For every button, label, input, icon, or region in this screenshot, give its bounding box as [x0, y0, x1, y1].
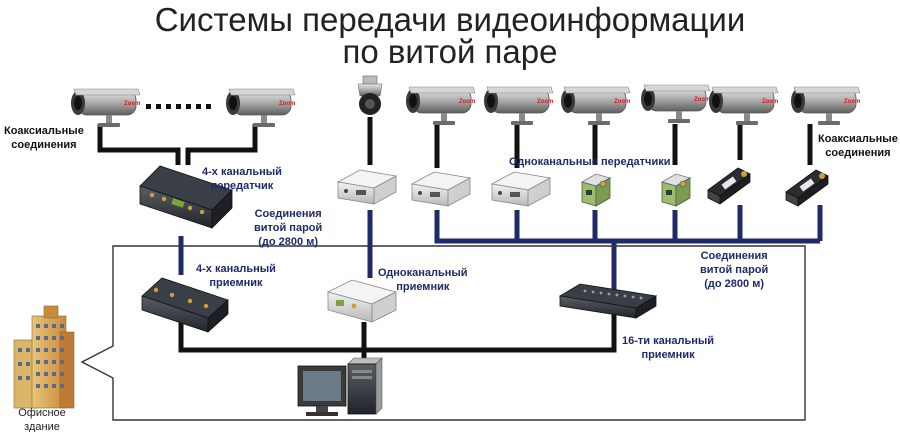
rx-bus — [178, 312, 617, 353]
receiver-single — [326, 279, 398, 323]
camera-6 — [640, 84, 711, 124]
label-receiver-4ch: 4-х канальный приемник — [196, 263, 276, 289]
receiver-16ch — [558, 283, 658, 319]
coax-lines — [97, 117, 813, 168]
camera-4 — [483, 86, 554, 126]
label-receiver-single: Одноканальный приемник — [378, 267, 468, 293]
transmitter-balun-1 — [581, 173, 611, 207]
dome-camera — [357, 75, 383, 115]
camera-left-2 — [225, 88, 296, 128]
camera-3 — [405, 86, 476, 126]
office-building-icon — [13, 305, 75, 409]
transmitter-single-2 — [411, 171, 471, 207]
title-line-2: по витой паре — [342, 33, 558, 70]
label-transmitter-4ch: 4-х канальный передатчик — [202, 166, 282, 192]
twisted-pair-lines — [178, 205, 823, 290]
receiver-lines — [178, 312, 617, 370]
camera-5 — [560, 86, 631, 126]
label-coax-right: Коаксиальные соединения — [818, 133, 898, 159]
camera-8 — [790, 86, 861, 126]
office-enclosure — [80, 245, 806, 421]
label-coax-left: Коаксиальные соединения — [4, 125, 84, 151]
transmitter-balun-dark-2 — [785, 169, 829, 207]
transmitter-balun-2 — [661, 173, 691, 207]
label-office-building: Офисное здание — [18, 407, 66, 432]
pc-workstation — [297, 357, 383, 416]
camera-left-1 — [70, 88, 141, 128]
transmitter-4ch — [139, 165, 233, 229]
dotted-ellipsis — [146, 104, 211, 109]
receiver-4ch — [141, 277, 229, 333]
camera-7 — [708, 86, 779, 126]
label-single-transmitters: Одноканальные передатчики — [509, 156, 671, 168]
label-twisted-pair-right: Соединения витой парой (до 2800 м) — [700, 250, 769, 290]
label-twisted-pair-top: Соединения витой парой (до 2800 м) — [254, 208, 323, 248]
coax-left-cam1 — [97, 124, 181, 165]
tp-bus — [434, 210, 820, 244]
title-line-1: Системы передачи видеоинформации — [154, 1, 746, 38]
coax-left-cam2 — [185, 124, 258, 165]
label-receiver-16ch: 16-ти канальный приемник — [622, 335, 715, 361]
transmitter-single-1 — [337, 169, 397, 205]
transmitter-balun-dark-1 — [707, 167, 751, 205]
transmitter-single-3 — [491, 171, 551, 207]
